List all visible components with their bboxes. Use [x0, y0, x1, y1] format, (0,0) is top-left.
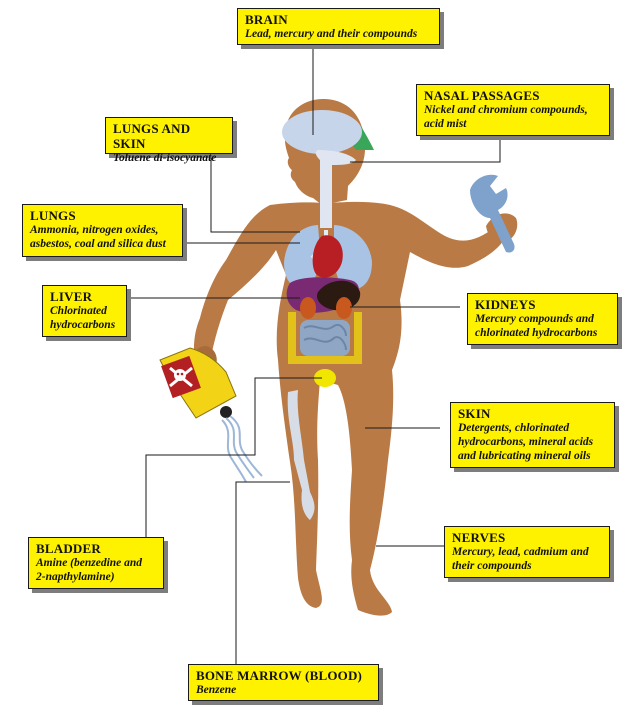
leader-lines — [127, 44, 501, 664]
lungs-desc-2: asbestos, coal and silica dust — [30, 238, 166, 250]
wrench-icon — [470, 174, 515, 253]
label-lungs-and-skin: LUNGS AND SKIN Toluene di-isocyanate — [105, 117, 233, 164]
label-brain: BRAIN Lead, mercury and their compounds — [237, 8, 440, 45]
left-lung — [284, 225, 320, 288]
brain-title: BRAIN — [245, 12, 288, 27]
nasal-desc-2: acid mist — [424, 118, 467, 130]
lungs-skin-desc: Toluene di-isocyanate — [113, 152, 217, 164]
nerves-title: NERVES — [452, 530, 506, 545]
skin-desc-3: and lubricating mineral oils — [458, 450, 591, 462]
kidneys-desc-1: Mercury compounds and — [475, 313, 594, 325]
lungs-skin-title: LUNGS AND SKIN — [113, 121, 191, 151]
bladder-desc-1: Amine (benzedine and — [36, 557, 143, 569]
liver-desc-1: Chlorinated — [50, 305, 107, 317]
left-kidney — [300, 297, 316, 319]
label-skin: SKIN Detergents, chlorinated hydrocarbon… — [450, 402, 615, 468]
liver-desc-2: hydrocarbons — [50, 319, 116, 331]
label-lungs: LUNGS Ammonia, nitrogen oxides, asbestos… — [22, 204, 183, 257]
lungs-desc-1: Ammonia, nitrogen oxides, — [30, 224, 159, 236]
small-intestine — [300, 320, 350, 356]
airway — [315, 150, 356, 228]
nasal-title: NASAL PASSAGES — [424, 88, 540, 103]
nerves-desc-1: Mercury, lead, cadmium and — [452, 546, 589, 558]
bone-marrow-desc: Benzene — [196, 684, 237, 696]
brain-desc: Lead, mercury and their compounds — [245, 28, 418, 40]
nerves-desc-2: their compounds — [452, 560, 532, 572]
large-intestine — [288, 312, 362, 364]
kidneys-desc-2: chlorinated hydrocarbons — [475, 327, 598, 339]
label-nasal-passages: NASAL PASSAGES Nickel and chromium compo… — [416, 84, 610, 136]
poison-container — [159, 347, 263, 483]
kidneys-title: KIDNEYS — [475, 297, 536, 312]
label-bone-marrow: BONE MARROW (BLOOD) Benzene — [188, 664, 379, 701]
bladder-desc-2: 2-napthylamine) — [36, 571, 115, 583]
skin-title: SKIN — [458, 406, 491, 421]
leg-bone — [287, 390, 315, 520]
label-bladder: BLADDER Amine (benzedine and 2-napthylam… — [28, 537, 164, 589]
bladder-organ — [314, 369, 336, 387]
brain-organ — [282, 110, 362, 154]
label-kidneys: KIDNEYS Mercury compounds and chlorinate… — [467, 293, 618, 345]
right-lung — [334, 225, 372, 290]
nasal-desc-1: Nickel and chromium compounds, — [424, 104, 588, 116]
label-nerves: NERVES Mercury, lead, cadmium and their … — [444, 526, 610, 578]
lungs-title: LUNGS — [30, 208, 76, 223]
bone-marrow-title: BONE MARROW (BLOOD) — [196, 668, 363, 683]
skin-desc-2: hydrocarbons, mineral acids — [458, 436, 594, 448]
skin-desc-1: Detergents, chlorinated — [458, 422, 570, 434]
right-kidney — [336, 297, 352, 319]
liver-title: LIVER — [50, 289, 93, 304]
label-liver: LIVER Chlorinated hydrocarbons — [42, 285, 127, 337]
bladder-title: BLADDER — [36, 541, 101, 556]
heart-organ — [312, 235, 343, 278]
skull-crossbones-icon — [169, 366, 193, 388]
